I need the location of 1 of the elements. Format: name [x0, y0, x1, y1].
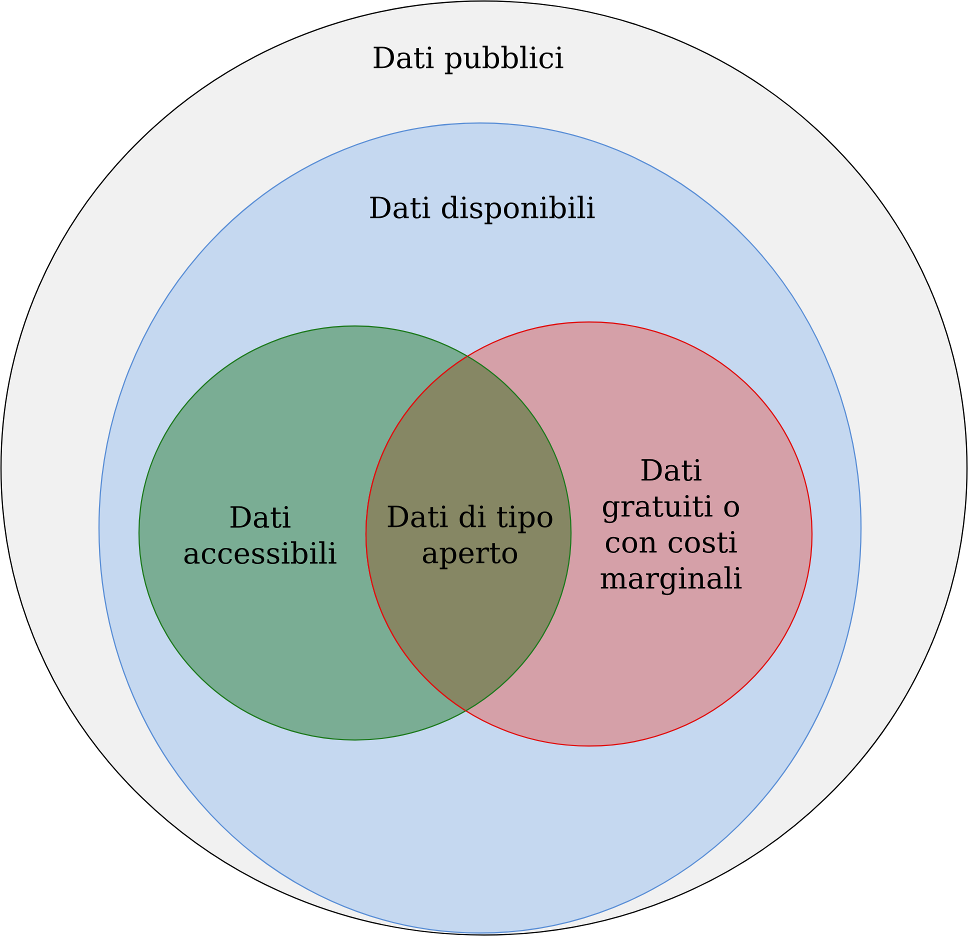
overlap-region: Dati di tipo aperto [366, 325, 572, 741]
